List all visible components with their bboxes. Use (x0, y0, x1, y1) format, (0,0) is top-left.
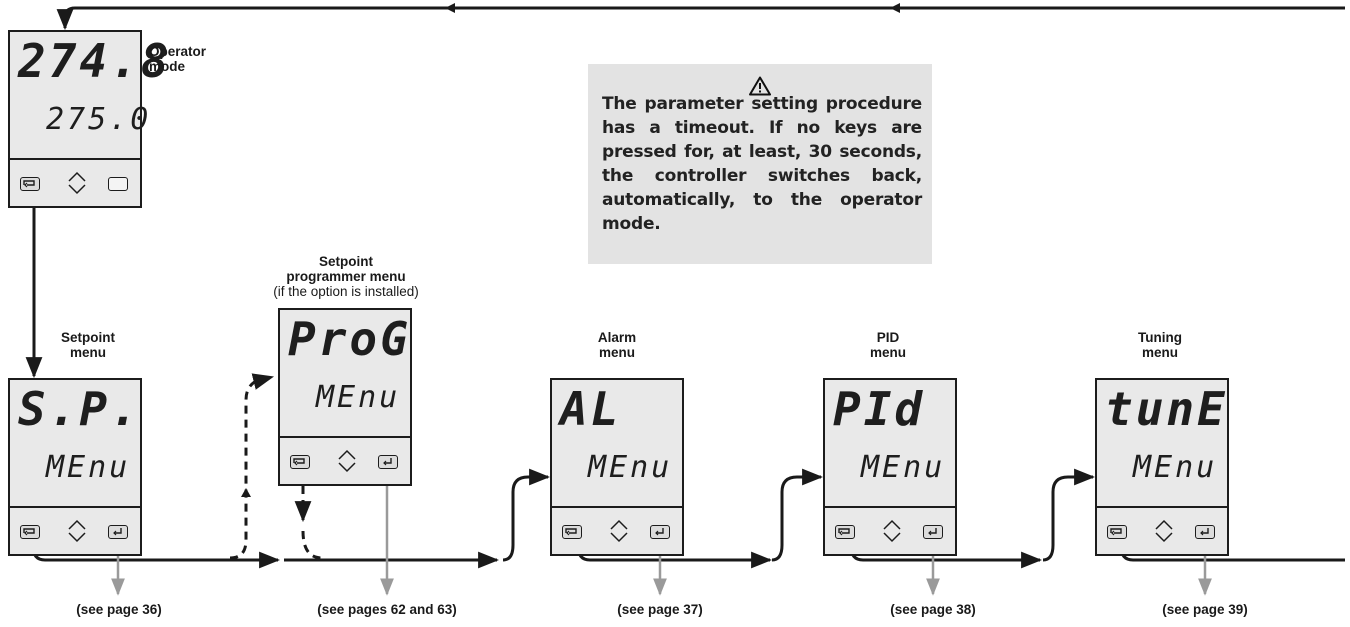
programmer-menu-display: ProG MEnu (278, 308, 412, 486)
scroll-key-icon[interactable] (835, 525, 855, 539)
timeout-warning: The parameter setting procedure has a ti… (588, 64, 932, 264)
alarm-keypad (552, 508, 682, 554)
alarm-display-bottom: MEnu (588, 450, 673, 485)
to-tuning-curve (1042, 468, 1096, 562)
pid-display-bottom: MEnu (861, 450, 946, 485)
to-alarm-curve (502, 468, 551, 562)
setpoint-screen: S.P. MEnu (10, 380, 140, 508)
setpoint-display-bottom: MEnu (46, 450, 131, 485)
alarm-menu-title: Alarm menu (597, 330, 637, 360)
operator-mode-label: Operator mode (149, 44, 207, 74)
programmer-entry-dashed (229, 373, 275, 560)
programmer-keypad (280, 438, 410, 484)
tuning-menu-title: Tuning menu (1138, 330, 1182, 360)
setpoint-menu-display: S.P. MEnu (8, 378, 142, 556)
setpoint-display-top: S.P. (18, 382, 141, 436)
programmer-subtitle: (if the option is installed) (273, 284, 419, 299)
scroll-key-icon[interactable] (1107, 525, 1127, 539)
enter-key-icon[interactable] (378, 455, 398, 469)
tuning-display-top: tunE (1105, 382, 1228, 436)
scroll-key-icon[interactable] (290, 455, 310, 469)
programmer-title-text: Setpoint programmer menu (286, 254, 406, 284)
warning-text: The parameter setting procedure has a ti… (602, 94, 922, 234)
alarm-screen: AL MEnu (552, 380, 682, 508)
pid-screen: PId MEnu (825, 380, 955, 508)
tuning-keypad (1097, 508, 1227, 554)
operator-screen: 274.8 275.0 (10, 32, 168, 160)
up-down-arrows-icon[interactable] (1154, 518, 1174, 544)
pid-menu-display: PId MEnu (823, 378, 957, 556)
tuning-display-bottom: MEnu (1133, 450, 1218, 485)
enter-key-icon[interactable] (108, 525, 128, 539)
scroll-key-icon[interactable] (20, 525, 40, 539)
blank-key[interactable] (108, 177, 128, 191)
setpoint-page-ref[interactable]: (see page 36) (76, 602, 162, 617)
operator-display: 274.8 275.0 (8, 30, 168, 208)
enter-key-icon[interactable] (923, 525, 943, 539)
programmer-menu-title: Setpoint programmer menu (if the option … (258, 254, 434, 299)
tuning-screen: tunE MEnu (1097, 380, 1227, 508)
scroll-key-icon[interactable] (20, 177, 40, 191)
pid-keypad (825, 508, 955, 554)
warning-triangle-icon (749, 76, 771, 96)
tuning-menu-display: tunE MEnu (1095, 378, 1229, 556)
pid-page-ref[interactable]: (see page 38) (890, 602, 976, 617)
up-down-arrows-icon[interactable] (67, 518, 87, 544)
up-down-arrows-icon[interactable] (882, 518, 902, 544)
scroll-key-icon[interactable] (562, 525, 582, 539)
alarm-page-ref[interactable]: (see page 37) (617, 602, 703, 617)
alarm-menu-display: AL MEnu (550, 378, 684, 556)
setpoint-menu-title: Setpoint menu (61, 330, 115, 360)
up-down-arrows-icon[interactable] (609, 518, 629, 544)
programmer-display-top: ProG (288, 312, 411, 366)
operator-keypad (10, 160, 140, 206)
return-line (56, 6, 1345, 31)
setpoint-keypad (10, 508, 140, 554)
alarm-display-top: AL (560, 382, 622, 436)
process-value: 274.8 (18, 34, 172, 88)
tuning-page-ref[interactable]: (see page 39) (1162, 602, 1248, 617)
up-down-arrows-icon[interactable] (337, 448, 357, 474)
up-down-arrows-icon[interactable] (67, 170, 87, 196)
pid-display-top: PId (833, 382, 926, 436)
enter-key-icon[interactable] (1195, 525, 1215, 539)
enter-key-icon[interactable] (650, 525, 670, 539)
programmer-screen: ProG MEnu (280, 310, 410, 438)
programmer-page-ref[interactable]: (see pages 62 and 63) (317, 602, 457, 617)
pid-menu-title: PID menu (869, 330, 906, 360)
to-pid-curve (771, 468, 824, 562)
programmer-display-bottom: MEnu (316, 380, 401, 415)
setpoint-value: 275.0 (46, 102, 152, 137)
